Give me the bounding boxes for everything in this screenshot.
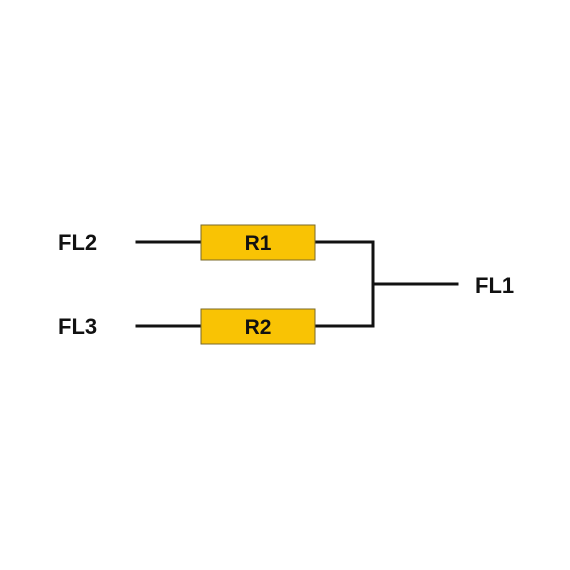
terminal-label-fl2: FL2	[58, 230, 97, 255]
resistor-r1-body	[200, 224, 316, 261]
terminal-label-fl3: FL3	[58, 314, 97, 339]
resistor-r1-label: R1	[245, 232, 272, 255]
resistor-r2-body	[200, 308, 316, 345]
resistor-r2: R2	[200, 308, 316, 345]
resistor-r2-label: R2	[245, 316, 272, 339]
resistor-r1: R1	[200, 224, 316, 261]
terminal-label-fl1: FL1	[475, 273, 514, 298]
wire-junction-bus	[313, 240, 375, 328]
